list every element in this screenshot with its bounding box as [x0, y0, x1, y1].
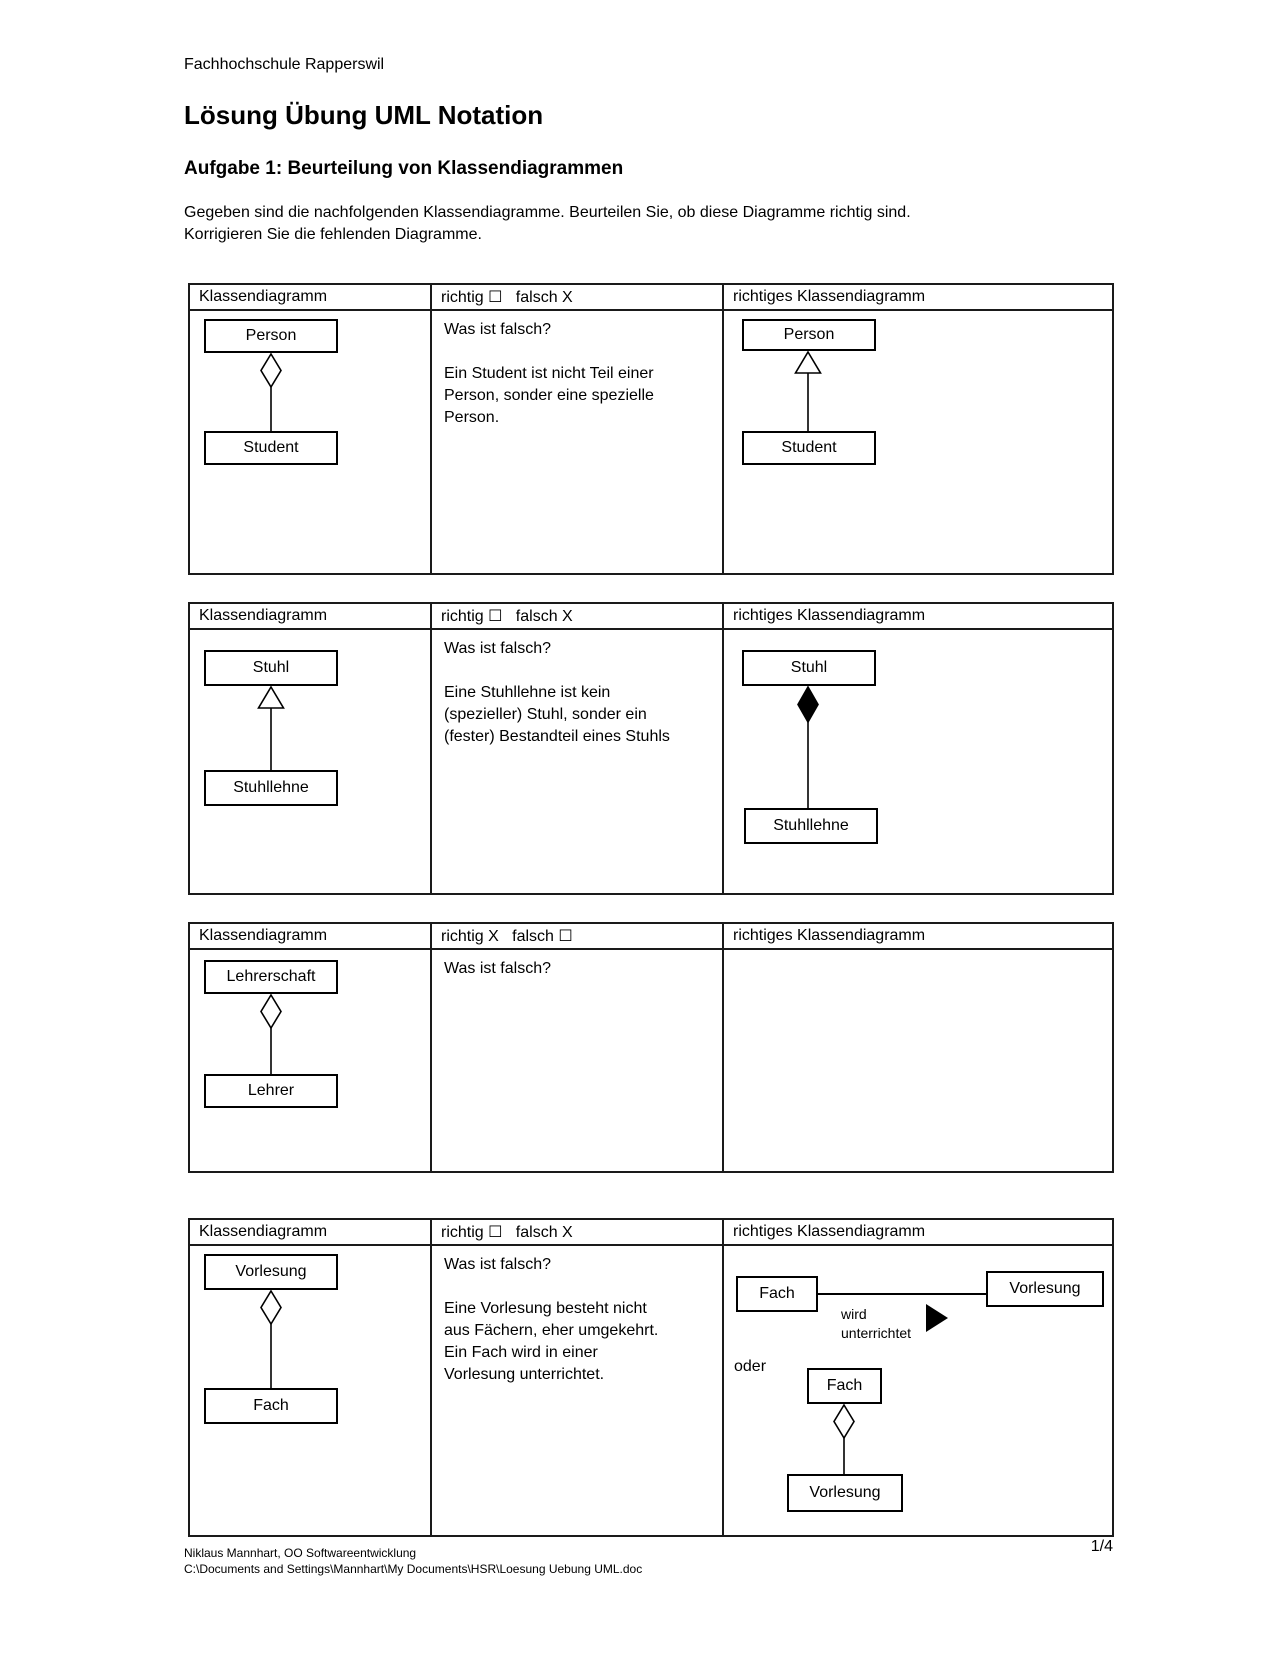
footer-author: Niklaus Mannhart, OO Softwareentwicklung: [184, 1546, 417, 1560]
question-text: Was ist falsch?: [444, 321, 551, 338]
class-name-label: Person: [245, 327, 297, 344]
explanation-cell: Was ist falsch? Eine Vorlesung besteht n…: [432, 1246, 724, 1535]
class-name-label: Fach: [826, 1377, 863, 1394]
column-header-richtiges-klassendiagramm: richtiges Klassendiagramm: [724, 1220, 1114, 1246]
left-diagram-cell: Vorlesung Fach: [190, 1246, 432, 1535]
class-name-label: Stuhllehne: [233, 779, 309, 796]
explanation-cell: Was ist falsch? Ein Student ist nicht Te…: [432, 311, 724, 573]
class-name-label: Fach: [253, 1397, 289, 1414]
explanation-text: Eine Stuhllehne ist kein (spezieller) St…: [444, 684, 670, 745]
right-diagram-cell: Stuhl Stuhllehne: [724, 630, 1114, 893]
column-header-klassendiagramm: Klassendiagramm: [190, 604, 432, 630]
page-number: 1/4: [1090, 1538, 1113, 1555]
aggregation-diamond-icon: [260, 994, 282, 1074]
uml-table-lehrerschaft: Klassendiagramm richtig X falsch ☐ richt…: [188, 922, 1114, 1173]
page-title: Lösung Übung UML Notation: [184, 100, 544, 130]
aggregation-diamond-icon: [833, 1404, 855, 1474]
class-box-student: Student: [204, 431, 338, 465]
class-name-label: Lehrer: [247, 1082, 295, 1099]
school-name: Fachhochschule Rapperswil: [184, 56, 385, 73]
class-box-stuhl: Stuhl: [742, 650, 876, 686]
question-text: Was ist falsch?: [444, 1256, 551, 1273]
explanation-text: Eine Vorlesung besteht nicht aus Fächern…: [444, 1300, 659, 1383]
explanation-cell: Was ist falsch? Eine Stuhllehne ist kein…: [432, 630, 724, 893]
class-name-label: Vorlesung: [1009, 1280, 1081, 1297]
class-name-label: Student: [781, 439, 837, 456]
class-name-label: Fach: [759, 1285, 795, 1302]
class-box-vorlesung: Vorlesung: [204, 1254, 338, 1290]
footer-file-path: C:\Documents and Settings\Mannhart\My Do…: [184, 1562, 643, 1576]
class-box-student: Student: [742, 431, 876, 465]
class-name-label: Stuhl: [252, 659, 290, 676]
association-label: wird unterrichtet: [841, 1306, 912, 1341]
intro-paragraph: Gegeben sind die nachfolgenden Klassendi…: [184, 202, 911, 246]
class-name-label: Vorlesung: [809, 1484, 881, 1501]
column-header-richtiges-klassendiagramm: richtiges Klassendiagramm: [724, 285, 1114, 311]
oder-label: oder: [734, 1358, 767, 1375]
class-box-stuhl: Stuhl: [204, 650, 338, 686]
inheritance-triangle-icon: [794, 351, 822, 431]
class-box-lehrer: Lehrer: [204, 1074, 338, 1108]
column-header-klassendiagramm: Klassendiagramm: [190, 924, 432, 950]
explanation-text: Ein Student ist nicht Teil einer Person,…: [444, 365, 654, 426]
class-box-person: Person: [742, 319, 876, 351]
class-name-label: Person: [783, 326, 835, 343]
class-name-label: Lehrerschaft: [226, 968, 316, 985]
class-box-fach: Fach: [204, 1388, 338, 1424]
column-header-klassendiagramm: Klassendiagramm: [190, 285, 432, 311]
aggregation-diamond-icon: [260, 353, 282, 431]
page-footer: Niklaus Mannhart, OO Softwareentwicklung…: [184, 1545, 642, 1577]
class-name-label: Vorlesung: [235, 1263, 307, 1280]
class-box-stuhllehne: Stuhllehne: [204, 770, 338, 806]
intro-line: Gegeben sind die nachfolgenden Klassendi…: [184, 204, 911, 221]
intro-line: Korrigieren Sie die fehlenden Diagramme.: [184, 226, 482, 243]
question-text: Was ist falsch?: [444, 960, 551, 977]
question-text: Was ist falsch?: [444, 640, 551, 657]
left-diagram-cell: Person Student: [190, 311, 432, 573]
left-diagram-cell: Stuhl Stuhllehne: [190, 630, 432, 893]
composition-diamond-icon: [797, 686, 819, 808]
explanation-cell: Was ist falsch?: [432, 950, 724, 1171]
class-name-label: Stuhllehne: [773, 817, 849, 834]
association-direction-arrow-icon: [926, 1304, 948, 1332]
section-heading: Aufgabe 1: Beurteilung von Klassendiagra…: [184, 158, 624, 179]
aggregation-diamond-icon: [260, 1290, 282, 1388]
class-name-label: Student: [243, 439, 299, 456]
class-box-vorlesung: Vorlesung: [787, 1474, 903, 1512]
uml-table-stuhl: Klassendiagramm richtig ☐ falsch X richt…: [188, 602, 1114, 895]
right-diagram-cell-empty: [724, 950, 1114, 1171]
column-header-klassendiagramm: Klassendiagramm: [190, 1220, 432, 1246]
column-header-verdict: richtig ☐ falsch X: [432, 604, 724, 630]
association-line: [818, 1293, 986, 1295]
column-header-verdict: richtig X falsch ☐: [432, 924, 724, 950]
class-box-fach: Fach: [807, 1368, 882, 1404]
class-name-label: Stuhl: [790, 659, 828, 676]
class-box-stuhllehne: Stuhllehne: [744, 808, 878, 844]
column-header-richtiges-klassendiagramm: richtiges Klassendiagramm: [724, 604, 1114, 630]
right-diagram-cell: Fach Vorlesung wird unterrichtet oder Fa…: [724, 1246, 1114, 1535]
right-diagram-cell: Person Student: [724, 311, 1114, 573]
inheritance-triangle-icon: [257, 686, 285, 770]
class-box-person: Person: [204, 319, 338, 353]
column-header-verdict: richtig ☐ falsch X: [432, 1220, 724, 1246]
left-diagram-cell: Lehrerschaft Lehrer: [190, 950, 432, 1171]
column-header-richtiges-klassendiagramm: richtiges Klassendiagramm: [724, 924, 1114, 950]
class-box-vorlesung: Vorlesung: [986, 1271, 1104, 1307]
column-header-verdict: richtig ☐ falsch X: [432, 285, 724, 311]
class-box-lehrerschaft: Lehrerschaft: [204, 960, 338, 994]
uml-table-person: Klassendiagramm richtig ☐ falsch X richt…: [188, 283, 1114, 575]
class-box-fach: Fach: [736, 1276, 818, 1312]
uml-table-vorlesung: Klassendiagramm richtig ☐ falsch X richt…: [188, 1218, 1114, 1537]
